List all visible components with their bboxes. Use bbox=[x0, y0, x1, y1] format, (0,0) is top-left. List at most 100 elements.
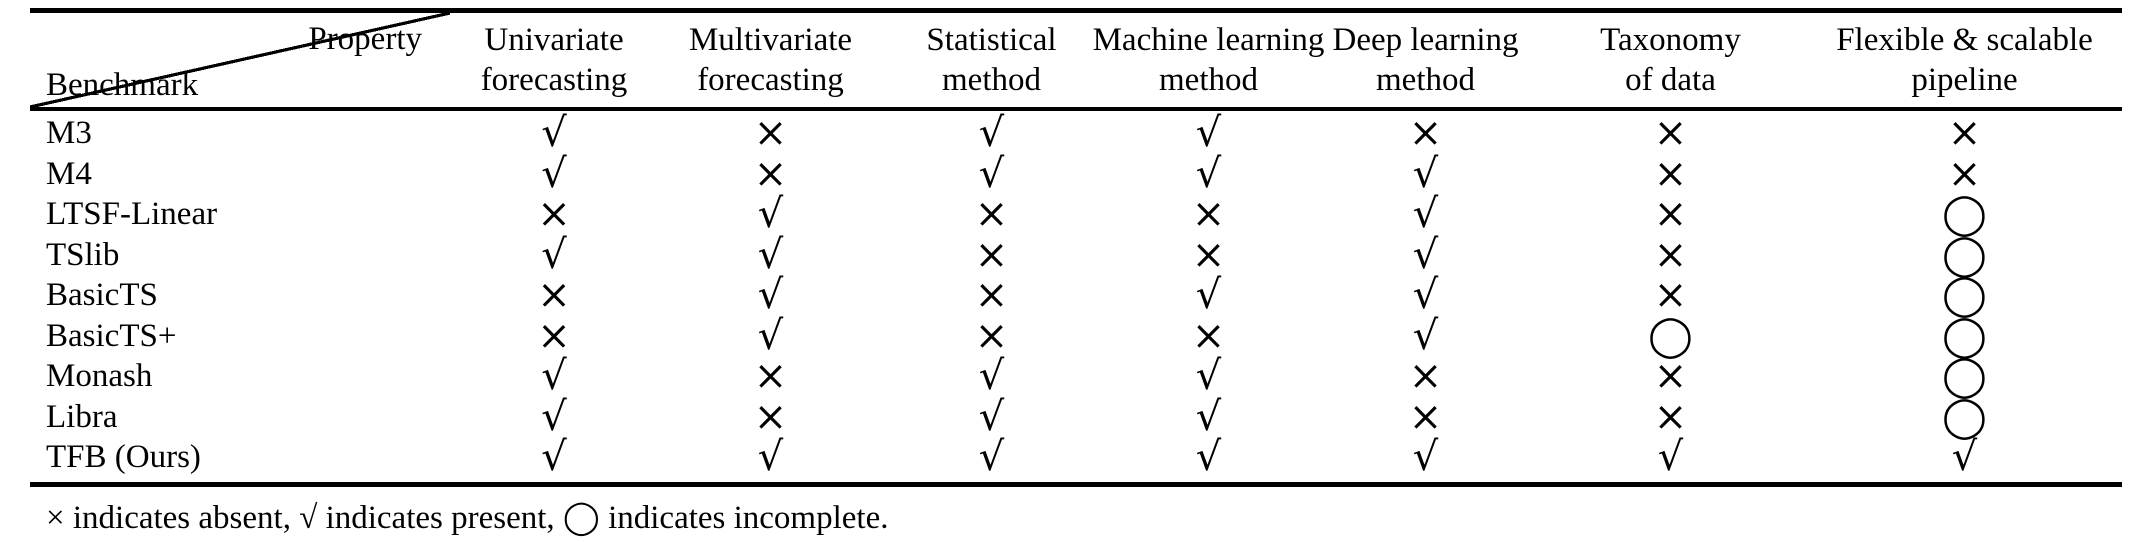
benchmark-cell: LTSF-Linear bbox=[46, 196, 218, 232]
property-cell: × bbox=[753, 150, 788, 197]
property-cell: √ bbox=[541, 110, 567, 156]
property-cell: × bbox=[537, 272, 571, 318]
benchmark-cell: M4 bbox=[46, 155, 92, 192]
corner-property-label: Property bbox=[308, 21, 422, 57]
property-cell: × bbox=[1408, 110, 1443, 156]
property-cell: √ bbox=[1412, 231, 1439, 278]
column-header-line1: Multivariate bbox=[688, 22, 853, 58]
property-cell: × bbox=[1653, 231, 1688, 278]
property-cell: √ bbox=[541, 231, 567, 278]
property-cell: × bbox=[1191, 312, 1226, 359]
table-header-row: Property Benchmark Univariate forecastin… bbox=[30, 13, 2122, 111]
column-header: Taxonomy of data bbox=[1534, 13, 1807, 107]
table-row: Libra √ × √ √ × × ◯ bbox=[30, 393, 2122, 440]
property-cell: × bbox=[537, 312, 571, 359]
property-cell: √ bbox=[1412, 434, 1439, 480]
property-cell: √ bbox=[757, 434, 784, 480]
property-cell: × bbox=[753, 110, 788, 156]
property-cell: √ bbox=[1412, 191, 1439, 237]
column-header: Univariate forecasting bbox=[450, 13, 658, 107]
benchmark-cell: TFB (Ours) bbox=[46, 439, 201, 475]
column-header-line1: Taxonomy bbox=[1600, 22, 1741, 58]
property-cell: × bbox=[1653, 150, 1688, 197]
property-cell: √ bbox=[1195, 272, 1222, 318]
table-row: Monash √ × √ √ × × ◯ bbox=[30, 356, 2122, 397]
property-cell: √ bbox=[1195, 393, 1222, 440]
property-cell: √ bbox=[978, 353, 1005, 399]
property-cell: √ bbox=[541, 393, 567, 440]
table-row: M4 √ × √ √ √ × × bbox=[30, 150, 2122, 197]
table-row: LTSF-Linear × √ × × √ × ◯ bbox=[30, 194, 2122, 235]
column-header-line1: Flexible & scalable bbox=[1836, 22, 2093, 58]
table-row: BasicTS × √ × √ √ × ◯ bbox=[30, 275, 2122, 316]
property-cell: × bbox=[1947, 150, 1982, 197]
property-cell: √ bbox=[978, 150, 1005, 197]
comparison-table: Property Benchmark Univariate forecastin… bbox=[30, 8, 2122, 487]
column-header-line2: pipeline bbox=[1911, 62, 2018, 98]
property-cell: × bbox=[1408, 393, 1443, 440]
property-cell: × bbox=[753, 353, 788, 399]
table-row: TSlib √ √ × × √ × ◯ bbox=[30, 231, 2122, 278]
property-cell: √ bbox=[757, 191, 784, 237]
property-cell: √ bbox=[541, 434, 567, 480]
column-header-line2: forecasting bbox=[697, 62, 844, 98]
property-cell: √ bbox=[1195, 434, 1222, 480]
property-cell: √ bbox=[1412, 150, 1439, 197]
property-cell: × bbox=[974, 312, 1009, 359]
property-cell: × bbox=[1191, 191, 1226, 237]
property-cell: √ bbox=[1951, 434, 1978, 480]
benchmark-cell: TSlib bbox=[46, 236, 120, 273]
property-cell: √ bbox=[757, 231, 784, 278]
property-cell: √ bbox=[978, 434, 1005, 480]
property-cell: × bbox=[1653, 110, 1688, 156]
column-header: Flexible & scalable pipeline bbox=[1807, 13, 2122, 107]
benchmark-cell: BasicTS+ bbox=[46, 317, 177, 354]
column-header-line1: Statistical bbox=[926, 22, 1057, 58]
column-header-line1: Deep learning bbox=[1332, 22, 1519, 58]
legend-footnote: × indicates absent, √ indicates present,… bbox=[46, 499, 889, 536]
property-cell: √ bbox=[1195, 110, 1222, 156]
property-cell: ◯ bbox=[1942, 353, 1987, 399]
property-cell: ◯ bbox=[1942, 191, 1987, 237]
corner-header-cell: Property Benchmark bbox=[30, 13, 450, 107]
property-cell: × bbox=[1408, 353, 1443, 399]
property-cell: ◯ bbox=[1942, 393, 1987, 440]
column-header-line2: method bbox=[1376, 62, 1475, 98]
property-cell: × bbox=[1653, 353, 1688, 399]
property-cell: ◯ bbox=[1942, 272, 1987, 318]
table-row: TFB (Ours) √ √ √ √ √ √ √ bbox=[30, 437, 2122, 478]
table-body: M3 √ × √ √ × × × M4 √ × √ √ √ × × LTSF-L… bbox=[30, 111, 2122, 487]
property-cell: √ bbox=[757, 312, 784, 359]
property-cell: × bbox=[1653, 393, 1688, 440]
column-header-line2: forecasting bbox=[480, 62, 628, 98]
property-cell: √ bbox=[1195, 150, 1222, 197]
property-cell: × bbox=[974, 191, 1009, 237]
property-cell: √ bbox=[1412, 272, 1439, 318]
property-cell: × bbox=[1653, 191, 1688, 237]
corner-benchmark-label: Benchmark bbox=[46, 67, 199, 103]
column-header-line1: Univariate bbox=[484, 22, 624, 58]
benchmark-cell: Monash bbox=[46, 358, 153, 394]
column-header-line2: of data bbox=[1625, 62, 1716, 98]
property-cell: × bbox=[1947, 110, 1982, 156]
property-cell: √ bbox=[978, 110, 1005, 156]
column-header: Deep learning method bbox=[1317, 13, 1534, 107]
property-cell: ◯ bbox=[1942, 312, 1987, 359]
property-cell: √ bbox=[541, 353, 567, 399]
column-header: Machine learning method bbox=[1093, 13, 1325, 107]
property-cell: √ bbox=[757, 272, 784, 318]
column-header-line1: Machine learning bbox=[1092, 22, 1325, 58]
property-cell: × bbox=[1653, 272, 1688, 318]
property-cell: √ bbox=[541, 150, 567, 197]
property-cell: ◯ bbox=[1648, 312, 1693, 359]
column-header-line2: method bbox=[942, 62, 1041, 98]
property-cell: × bbox=[1191, 231, 1226, 278]
benchmark-cell: BasicTS bbox=[46, 277, 158, 313]
table-row: M3 √ × √ √ × × × bbox=[30, 113, 2122, 154]
property-cell: × bbox=[753, 393, 788, 440]
property-cell: √ bbox=[978, 393, 1005, 440]
property-cell: × bbox=[537, 191, 571, 237]
benchmark-cell: Libra bbox=[46, 398, 118, 435]
property-cell: √ bbox=[1195, 353, 1222, 399]
